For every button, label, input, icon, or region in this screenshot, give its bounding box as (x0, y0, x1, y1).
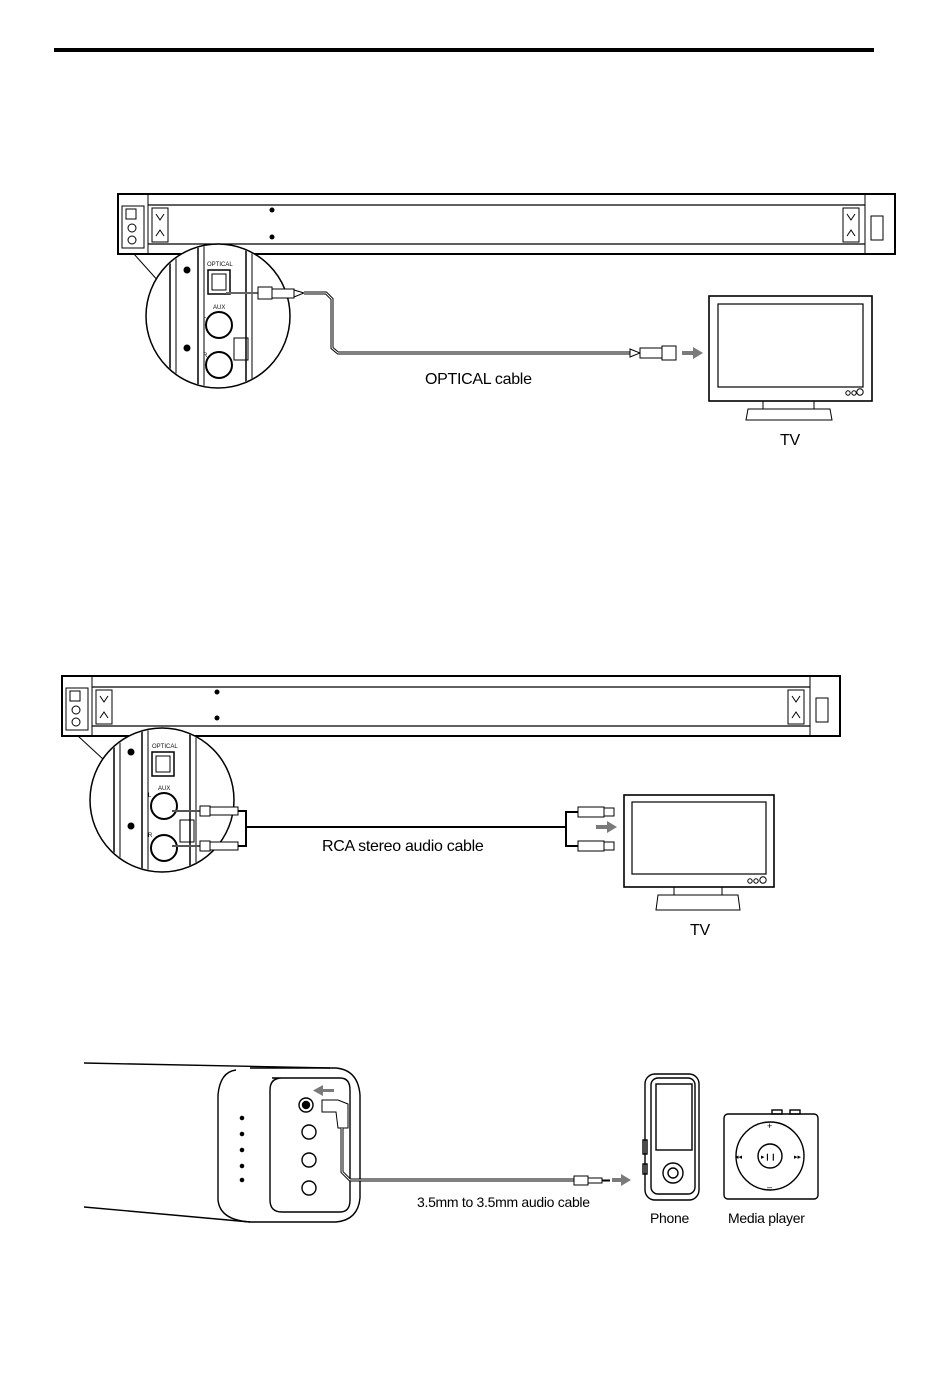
right-port-label: R (148, 833, 153, 839)
tv-label: TV (780, 432, 800, 450)
optical-cable-label: OPTICAL cable (425, 371, 532, 389)
rca-cable-label: RCA stereo audio cable (322, 838, 484, 856)
svg-text:▸❙❙: ▸❙❙ (761, 1153, 776, 1161)
svg-text:▸▸: ▸▸ (794, 1154, 802, 1161)
optical-connection-diagram: OPTICAL AUX L R (0, 0, 950, 480)
mount-hole (270, 235, 275, 240)
aux-cable (322, 1100, 610, 1185)
tv-illustration (709, 296, 872, 420)
svg-text:◂◂: ◂◂ (735, 1154, 743, 1161)
svg-text:+: + (767, 1121, 772, 1131)
aux-connection-diagram: + – ◂◂ ▸▸ ▸❙❙ (0, 1050, 950, 1250)
media-player-illustration: + – ◂◂ ▸▸ ▸❙❙ (724, 1110, 818, 1199)
right-port-label: R (203, 353, 208, 359)
signal-arrow (612, 1174, 631, 1186)
signal-arrow (313, 1085, 334, 1096)
mount-hole (215, 716, 220, 721)
phone-label: Phone (650, 1210, 689, 1226)
soundbar-side-view (84, 1063, 360, 1222)
mount-hole (270, 208, 275, 213)
mount-hole (215, 690, 220, 695)
optical-port-label: OPTICAL (152, 744, 178, 750)
phone-illustration (643, 1074, 699, 1200)
port-zoom-inset: OPTICAL AUX L R (146, 240, 290, 390)
rca-connection-diagram: OPTICAL AUX L R (0, 660, 950, 960)
soundbar-rear-panel (62, 676, 840, 736)
port-zoom-inset: OPTICAL AUX L R (90, 720, 234, 880)
optical-port-label: OPTICAL (207, 262, 233, 268)
aux-port-label: AUX (158, 786, 170, 792)
optical-cable (226, 287, 676, 360)
tv-illustration (624, 795, 774, 910)
signal-arrow (596, 821, 617, 833)
media-player-label: Media player (728, 1210, 805, 1226)
aux-cable-label: 3.5mm to 3.5mm audio cable (417, 1194, 590, 1210)
aux-port-label: AUX (213, 305, 225, 311)
signal-arrow (682, 347, 703, 359)
tv-label: TV (690, 922, 710, 940)
soundbar-rear-panel (118, 194, 895, 254)
svg-text:–: – (767, 1182, 772, 1192)
